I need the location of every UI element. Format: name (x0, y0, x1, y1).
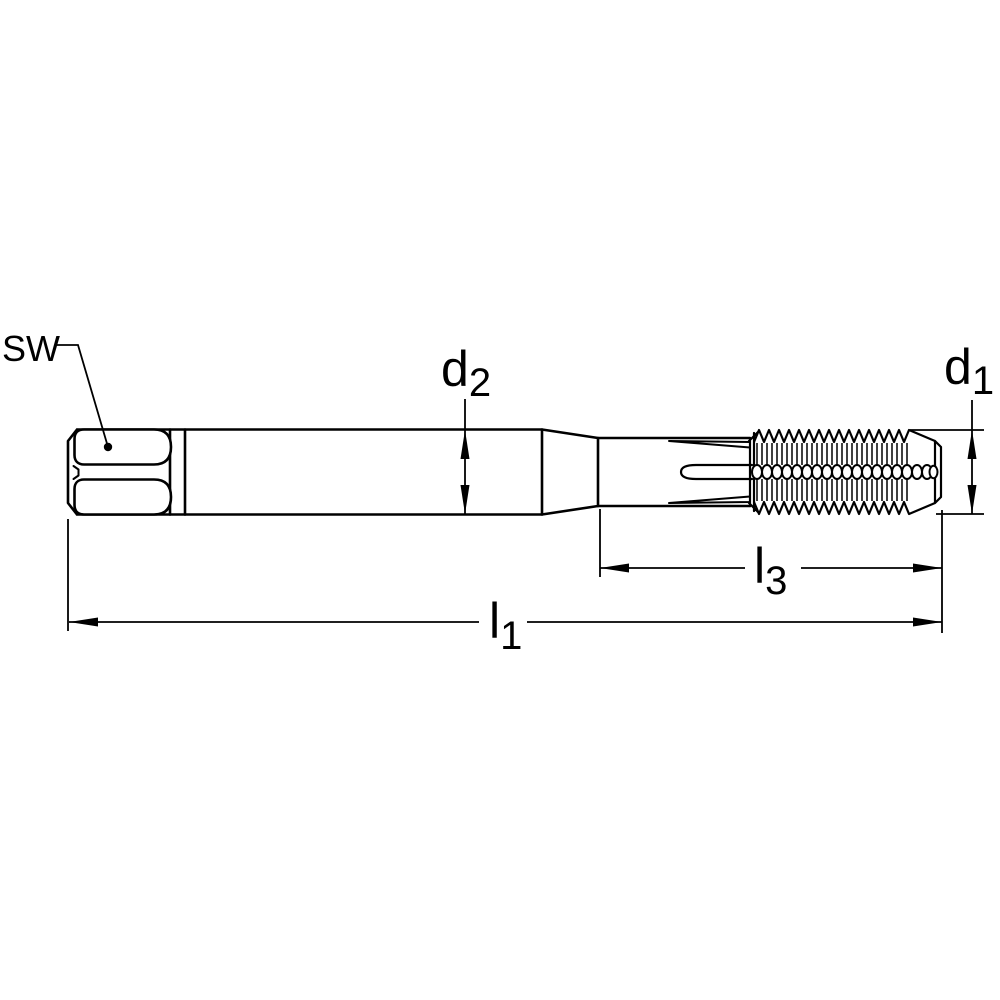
thread-crest-top (752, 428, 936, 444)
l3-label-main: l (754, 538, 765, 594)
taper (540, 428, 600, 516)
flute-center-lens (679, 463, 754, 481)
thread-center-lobe (891, 464, 903, 480)
dimension-l3: l3 (599, 509, 943, 633)
collar (168, 428, 187, 516)
thread-center-lobe (811, 464, 823, 480)
thread-center-lobe (841, 464, 853, 480)
d1-label: d1 (944, 339, 994, 403)
l1-label-main: l (489, 593, 500, 649)
l3-extension-lines (599, 509, 943, 633)
d2-label-sub: 2 (469, 361, 491, 405)
d2-arrow-down (460, 485, 470, 514)
thread-center-lobe (781, 464, 793, 480)
thread-center-lobe (851, 464, 863, 480)
thread-center-lobe (751, 464, 763, 480)
thread-center-lobe (911, 464, 923, 480)
square-drive-bottom-flat (73, 478, 173, 516)
thread-center-lobe (801, 464, 813, 480)
l1-arrow-right (913, 617, 942, 627)
l3-arrow-right (913, 563, 942, 573)
thread-texture (751, 428, 939, 516)
thread-center-lobe (831, 464, 843, 480)
thread-center-lobe (771, 464, 783, 480)
l3-arrow-left (600, 563, 629, 573)
d1-label-sub: 1 (972, 359, 994, 403)
sw-label: SW (2, 328, 60, 369)
thread-center-lobe (791, 464, 803, 480)
tool-body (66, 428, 943, 516)
d2-label: d2 (441, 341, 491, 405)
d1-label-main: d (944, 339, 972, 395)
thread-flank-lines (756, 443, 908, 501)
d2-arrow-up (460, 430, 470, 459)
square-drive-top-flat (73, 428, 173, 466)
l3-label: l3 (754, 538, 787, 603)
thread-center-lobe (871, 464, 883, 480)
thread-center-lobe (861, 464, 873, 480)
sw-leader-dot (103, 442, 113, 452)
square-corner-notch (72, 465, 80, 480)
neck (596, 436, 752, 508)
d1-arrow-up (967, 430, 977, 459)
d2-label-main: d (441, 341, 469, 397)
dimension-d2: d2 (441, 341, 491, 514)
sw-leader-line (55, 344, 109, 448)
l3-label-sub: 3 (765, 559, 787, 603)
thread-center-lobe (761, 464, 773, 480)
d1-arrow-down (967, 485, 977, 514)
l1-label: l1 (489, 593, 522, 658)
thread-center-lobe (901, 464, 913, 480)
thread-center-lobe (928, 464, 939, 480)
l1-label-sub: 1 (500, 614, 522, 658)
dimension-d1: d1 (910, 339, 994, 515)
dimension-sw: SW (2, 328, 113, 452)
l1-arrow-left (69, 617, 98, 627)
thread-center-lobe (881, 464, 893, 480)
thread-crest-bottom (752, 500, 936, 516)
shank (183, 428, 544, 516)
flute-sliver-bottom (668, 495, 751, 504)
thread-center-lobe (821, 464, 833, 480)
dimension-l1: l1 (67, 519, 942, 658)
flute-sliver-top (668, 440, 751, 449)
